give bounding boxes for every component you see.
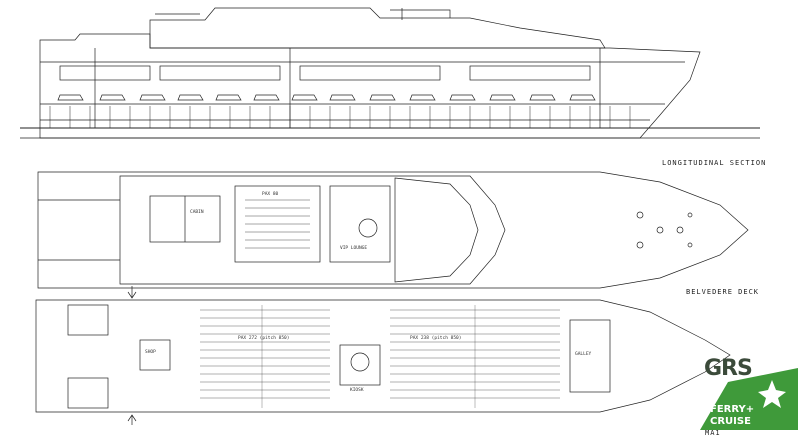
room-label-vip-lounge: VIP LOUNGE [340,246,368,251]
main-deck-hull-outline [35,299,731,413]
belvedere-hull-outline [37,171,749,289]
room-label-shop: SHOP [145,350,156,355]
frame-ticks [49,106,631,128]
longitudinal-section-label: LONGITUDINAL SECTION [662,159,767,167]
room-label-pax-belvedere: PAX 80 [262,192,279,197]
grs-logo-graphic [700,368,798,430]
car-deck-vehicles [57,94,596,101]
superstructure-outline [149,7,606,49]
room-label-galley: GALLEY [575,352,592,357]
belvedere-deck-plan [37,171,749,289]
longitudinal-section [20,7,760,139]
spiral-stair [358,218,378,238]
room-label-pax-forward: PAX 238 (pitch 850) [410,336,462,341]
logo-line-1: FERRY+ [710,404,755,415]
logo-wordmark: GRS [704,356,753,381]
grs-logo: GRS FERRY+ CRUISE [700,356,798,434]
room-label-cabin: CABIN [190,210,204,215]
bridge [394,177,479,283]
belvedere-deck-label: BELVEDERE DECK [686,288,760,296]
room-label-pax-aft: PAX 272 (pitch 850) [238,336,290,341]
belvedere-saloon [234,185,321,263]
window-band [59,65,591,81]
seat-rows-aft [200,309,330,399]
sheet-code-label: MA1 [705,429,721,437]
main-deck-plan [35,286,731,425]
logo-line-2: CRUISE [710,416,751,427]
room-label-kiosk: KIOSK [350,388,364,393]
